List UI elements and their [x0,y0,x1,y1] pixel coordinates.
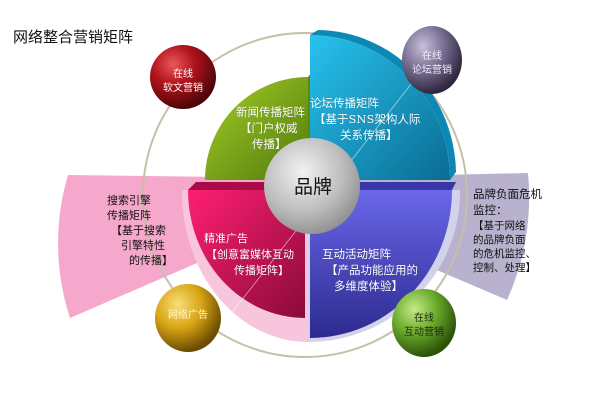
forum-line-1: 论坛传播矩阵 [310,96,379,110]
ads-line-1: 精准广告 [204,232,248,245]
crisis-line-1: 品牌负面危机 [473,187,542,201]
interactive-marketing-line-2: 互动营销 [404,327,444,338]
search-line-3: 【基于搜索 [111,224,166,237]
interactive-line-3: 多维度体验】 [334,279,403,293]
sphere-soft-article [150,45,216,109]
forum-line-3: 关系传播】 [340,128,398,142]
search-line-4: 引擎特性 [121,239,165,252]
crisis-line-2: 监控： [473,203,508,217]
interactive-marketing-line-1: 在线 [414,313,434,324]
center-disc [264,138,360,234]
sphere-interactive-marketing [392,289,456,357]
interactive-marketing-label: 在线 互动营销 [394,312,454,340]
soft-article-line-1: 在线 [173,69,193,80]
sphere-web-ads [155,284,221,352]
forum-line-2: 【基于SNS架构人际 [314,112,421,126]
soft-article-line-2: 软文营销 [163,83,203,94]
crisis-line-5: 的危机监控、 [473,248,536,260]
ads-line-2: 【创意富媒体互动 [206,248,294,261]
interactive-line-1: 互动活动矩阵 [322,247,391,261]
crisis-line-3: 【基于网络 [473,220,526,232]
outer-ring [142,32,468,358]
news-line-1: 新闻传播矩阵 [236,105,305,119]
brand-label: 品牌 [293,176,332,198]
forum-marketing-label: 在线 论坛营销 [402,50,462,78]
forum-marketing-line-2: 论坛营销 [412,65,452,76]
quadrant-forum [310,35,450,180]
crisis-label: 品牌负面危机 监控： 【基于网络 的品牌负面 的危机监控、 控制、处理】 [473,186,542,275]
news-label: 新闻传播矩阵 【门户权威 传播】 [236,104,305,152]
quadrant-ads [188,190,305,318]
search-line-1: 搜索引擎 [107,194,151,207]
search-line-5: 的传播】 [129,254,173,267]
ads-label: 精准广告 【创意富媒体互动 传播矩阵】 [204,231,294,279]
web-ads-label: 网络广告 [158,309,218,323]
forum-marketing-line-1: 在线 [422,51,442,62]
crisis-line-6: 控制、处理】 [473,262,536,274]
web-ads-line-1: 网络广告 [168,310,208,321]
search-label: 搜索引擎 传播矩阵 【基于搜索 引擎特性 的传播】 [107,193,173,268]
news-line-3: 传播】 [252,137,287,151]
ads-line-3: 传播矩阵】 [234,264,289,277]
forum-label: 论坛传播矩阵 【基于SNS架构人际 关系传播】 [310,95,420,143]
interactive-label: 互动活动矩阵 【产品功能应用的 多维度体验】 [322,246,418,294]
soft-article-label: 在线 软文营销 [153,68,213,96]
crisis-line-4: 的品牌负面 [473,234,526,246]
interactive-line-2: 【产品功能应用的 [326,263,418,277]
news-line-2: 【门户权威 [240,121,298,135]
search-line-2: 传播矩阵 [107,209,151,222]
quadrant-interactive [310,190,452,338]
sphere-forum-marketing [402,26,462,94]
diagram-title: 网络整合营销矩阵 [13,28,134,46]
